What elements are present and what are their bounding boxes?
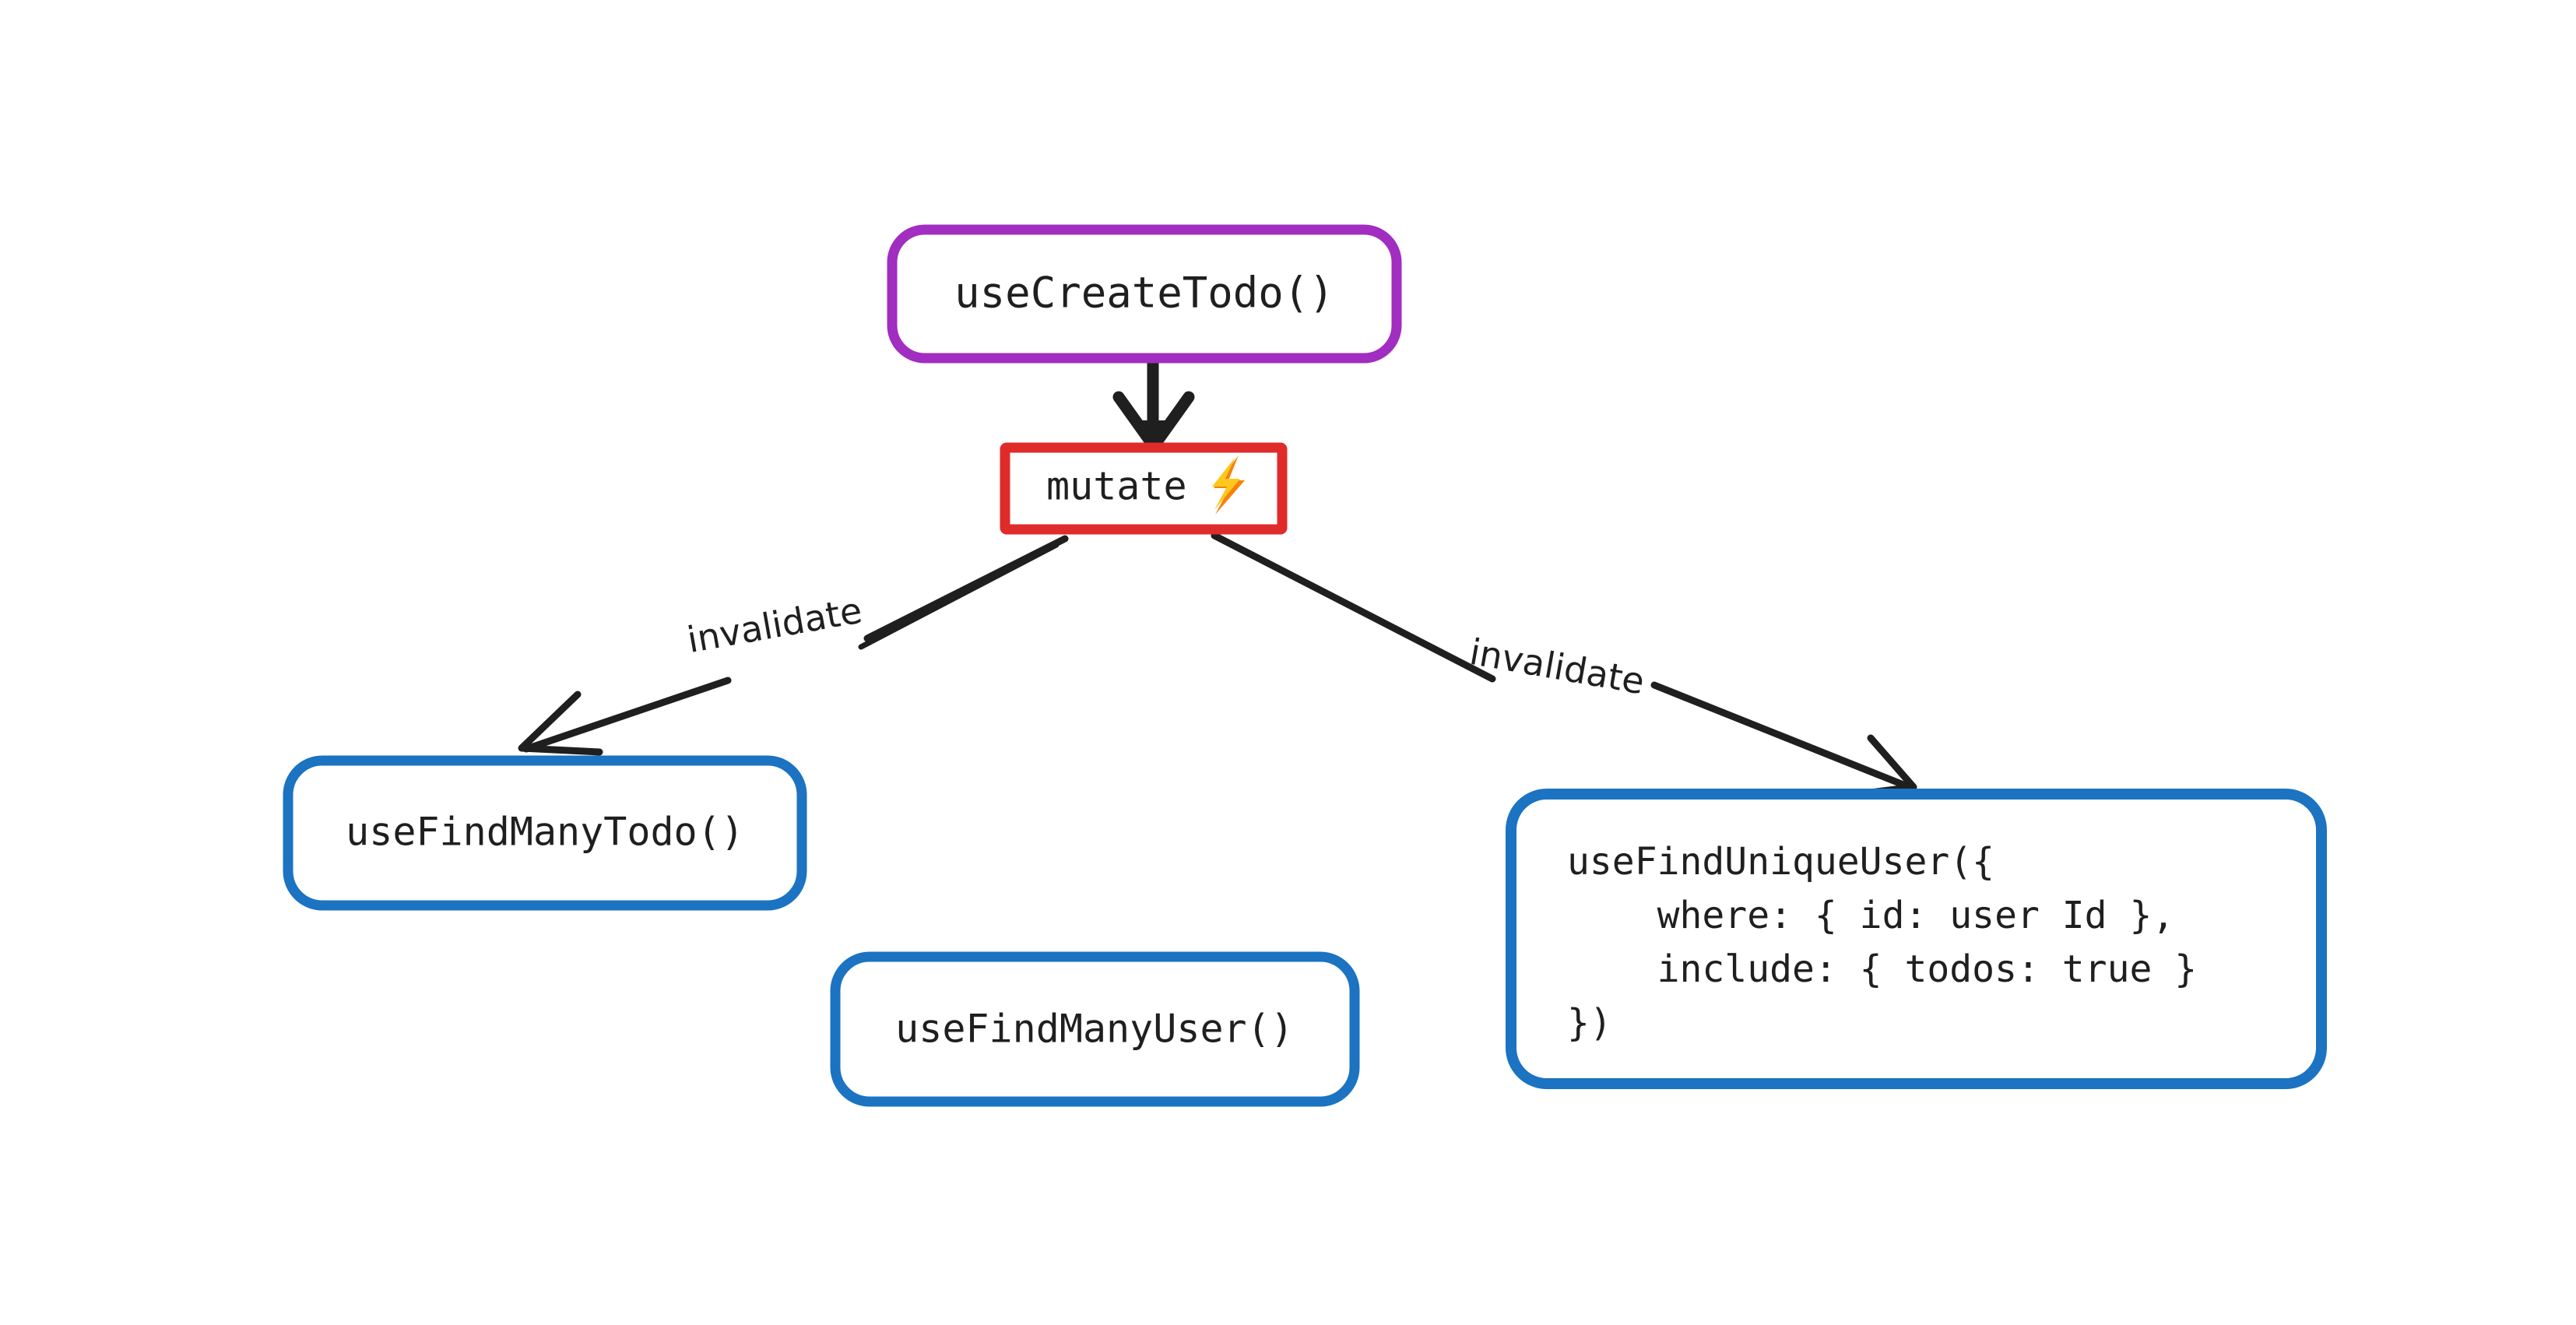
node-use-find-many-user[interactable]: useFindManyUser() <box>830 951 1360 1107</box>
edge-mutate-to-find-many-todo <box>518 535 1069 756</box>
lightning-bolt-icon <box>1212 455 1245 515</box>
node-use-find-many-user-label: useFindManyUser() <box>895 1007 1294 1052</box>
node-use-find-many-user-box[interactable] <box>830 951 1360 1107</box>
edge-label-invalidate-right: invalidate <box>1467 631 1648 703</box>
node-use-find-many-todo[interactable]: useFindManyTodo() <box>283 755 807 911</box>
node-use-create-todo-box[interactable] <box>887 224 1402 364</box>
node-use-find-many-todo-box[interactable] <box>283 755 807 911</box>
node-use-find-unique-user-line-2: where: { id: user Id }, <box>1567 894 2174 937</box>
node-use-find-unique-user[interactable]: useFindUniqueUser({ where: { id: user Id… <box>1506 789 2327 1089</box>
node-mutate-label: mutate <box>1046 464 1187 509</box>
node-use-create-todo-label: useCreateTodo() <box>954 269 1334 318</box>
node-mutate[interactable]: mutate <box>1000 442 1288 535</box>
node-use-find-many-todo-label: useFindManyTodo() <box>346 810 744 855</box>
node-use-create-todo[interactable]: useCreateTodo() <box>887 224 1402 364</box>
edge-create-to-mutate <box>1112 348 1195 452</box>
node-use-find-unique-user-line-1: useFindUniqueUser({ <box>1567 840 1994 884</box>
node-mutate-box[interactable] <box>1000 442 1288 535</box>
node-use-find-unique-user-box[interactable] <box>1506 789 2327 1089</box>
edge-label-invalidate-left: invalidate <box>684 589 866 662</box>
node-use-find-unique-user-line-3: include: { todos: true } <box>1567 947 2197 991</box>
node-use-find-unique-user-line-4: }) <box>1567 1001 1612 1045</box>
